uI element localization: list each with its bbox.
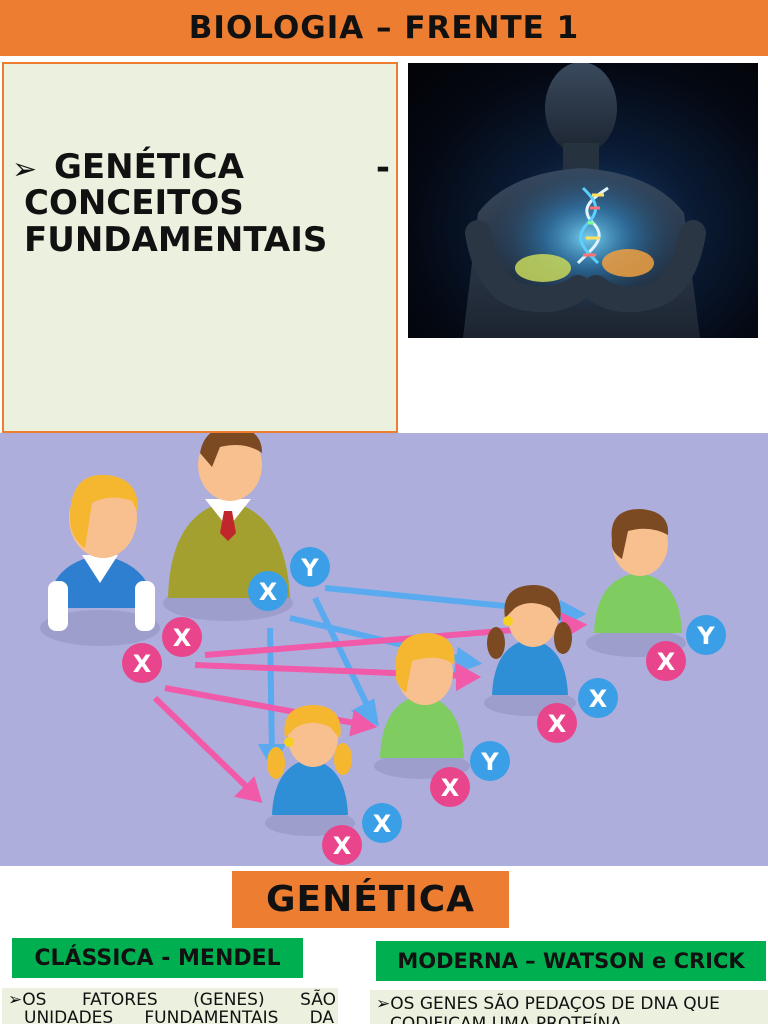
chromosome-x-label: X xyxy=(589,685,608,713)
classic-mendel-text: CLÁSSICA - MENDEL xyxy=(34,945,281,971)
page-title: BIOLOGIA – FRENTE 1 xyxy=(188,10,580,46)
head-shape xyxy=(545,63,617,154)
chromosome-x-label: X xyxy=(657,648,676,676)
watson-crick-line-1-text: OS GENES SÃO PEDAÇOS DE DNA QUE xyxy=(390,994,720,1014)
section-title: GENÉTICA xyxy=(265,879,476,920)
chromosome-x-label: X xyxy=(133,650,152,678)
chromosome-x-label: X xyxy=(373,810,392,838)
family-inheritance-diagram: X X X Y X Y X X X Y X xyxy=(40,433,726,865)
mendel-line-2: UNIDADES FUNDAMENTAIS DA xyxy=(24,1008,334,1024)
mother-figure xyxy=(40,474,160,646)
title-box: ➢ GENÉTICA - CONCEITOS FUNDAMENTAIS xyxy=(2,62,398,433)
watson-crick-line-2: CODIFICAM UMA PROTEÍNA xyxy=(390,1014,622,1024)
modern-watson-crick-text: MODERNA – WATSON e CRICK xyxy=(397,949,745,973)
title-line-fundamentais: FUNDAMENTAIS xyxy=(24,220,328,260)
dna-man-photo xyxy=(408,63,758,338)
chromosome-x-label: X xyxy=(259,578,278,606)
chromosome-y-label: Y xyxy=(300,554,319,582)
mendel-word: UNIDADES xyxy=(24,1008,114,1024)
girl-right-figure xyxy=(484,585,576,716)
section-banner: GENÉTICA xyxy=(232,871,509,928)
title-line-genetica: GENÉTICA xyxy=(54,147,244,187)
title-line-conceitos: CONCEITOS xyxy=(24,183,244,223)
mendel-word: DA xyxy=(309,1008,334,1024)
arrow-bullet-icon: ➢ xyxy=(376,994,391,1014)
chromosome-x-label: X xyxy=(441,774,460,802)
dna-helix-icon xyxy=(576,186,609,265)
mendel-word: OS xyxy=(22,990,47,1010)
classic-mendel-label: CLÁSSICA - MENDEL xyxy=(12,938,303,978)
arrow-bullet-icon: ➢ xyxy=(8,990,23,1010)
title-dash: - xyxy=(375,148,390,188)
family-inheritance-illustration: X X X Y X Y X X X Y X xyxy=(0,433,768,866)
top-banner: BIOLOGIA – FRENTE 1 xyxy=(0,0,768,56)
mendel-word: FATORES xyxy=(81,990,158,1010)
dna-man-illustration xyxy=(463,63,706,338)
chromosome-badges: X X X Y X Y X X X Y X xyxy=(122,547,726,865)
chromosome-x-label: X xyxy=(333,832,352,860)
modern-watson-crick-label: MODERNA – WATSON e CRICK xyxy=(376,941,766,981)
arrow-bullet-icon: ➢ xyxy=(12,152,38,187)
mendel-word: SÃO xyxy=(300,990,336,1010)
mendel-text-box: ➢OS FATORES (GENES) SÃO UNIDADES FUNDAME… xyxy=(2,988,338,1024)
mendel-line-1: ➢OS FATORES (GENES) SÃO xyxy=(8,990,336,1010)
watson-crick-line-1: ➢OS GENES SÃO PEDAÇOS DE DNA QUE xyxy=(376,994,720,1014)
chromosome-x-label: X xyxy=(173,624,192,652)
chromosome-y-label: Y xyxy=(696,622,715,650)
son-right-figure xyxy=(586,509,686,657)
watson-crick-text-box: ➢OS GENES SÃO PEDAÇOS DE DNA QUE CODIFIC… xyxy=(370,990,768,1024)
mendel-word: FUNDAMENTAIS xyxy=(144,1008,279,1024)
chromosome-y-label: Y xyxy=(480,748,499,776)
chromosome-x-label: X xyxy=(548,710,567,738)
mendel-word: (GENES) xyxy=(193,990,265,1010)
girl-bottom-figure xyxy=(265,705,355,836)
